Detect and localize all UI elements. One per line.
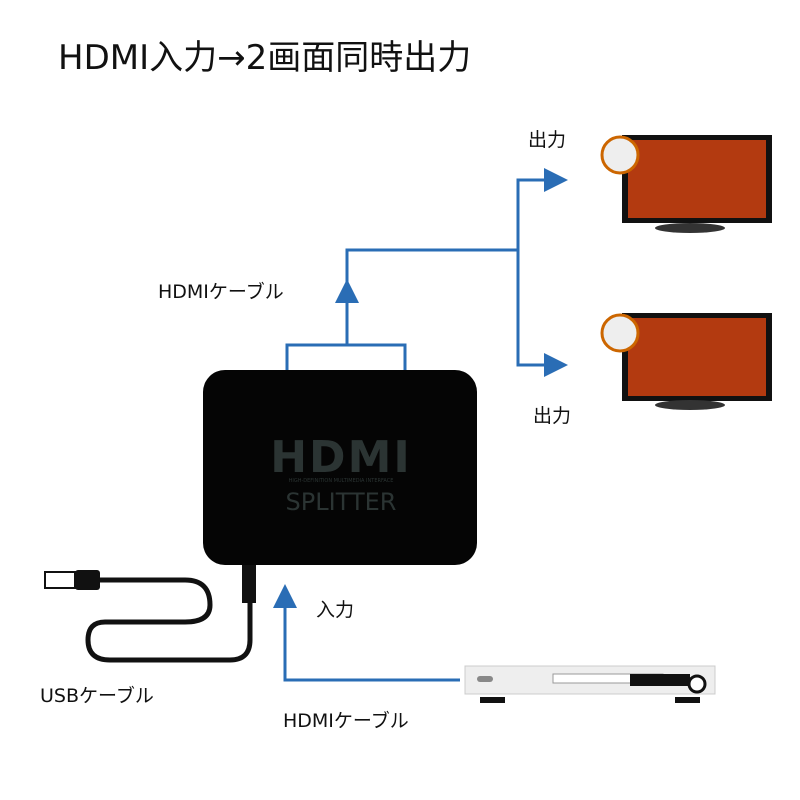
dvd-player-icon [464, 665, 716, 703]
hdmi-cable-out-label: HDMIケーブル [158, 281, 284, 303]
output-label-bottom: 出力 [533, 405, 572, 427]
usb-mini-plug-icon [242, 565, 256, 603]
page-title: HDMI入力→2画面同時出力 [58, 38, 472, 78]
hdmi-cable-in-line [273, 584, 460, 682]
tv-top-icon [600, 135, 772, 233]
hdmi-tagline: HIGH-DEFINITION MULTIMEDIA INTERFACE [288, 478, 394, 484]
hdmi-cable-in-label: HDMIケーブル [283, 710, 409, 732]
output-label-top: 出力 [528, 129, 567, 151]
hdmi-splitter-device: HDMI HIGH-DEFINITION MULTIMEDIA INTERFAC… [203, 370, 477, 565]
input-label: 入力 [316, 599, 355, 621]
usb-cable [85, 577, 253, 663]
splitter-label: SPLITTER [285, 488, 397, 516]
branch-line [345, 168, 568, 290]
branch-line-bottom [516, 250, 568, 377]
tv-bottom-icon [600, 313, 772, 410]
splitter-output-bracket [285, 343, 407, 370]
usb-cable-label: USBケーブル [40, 685, 154, 707]
usb-plug-icon [44, 570, 100, 590]
hdmi-logo: HDMI [270, 432, 412, 483]
